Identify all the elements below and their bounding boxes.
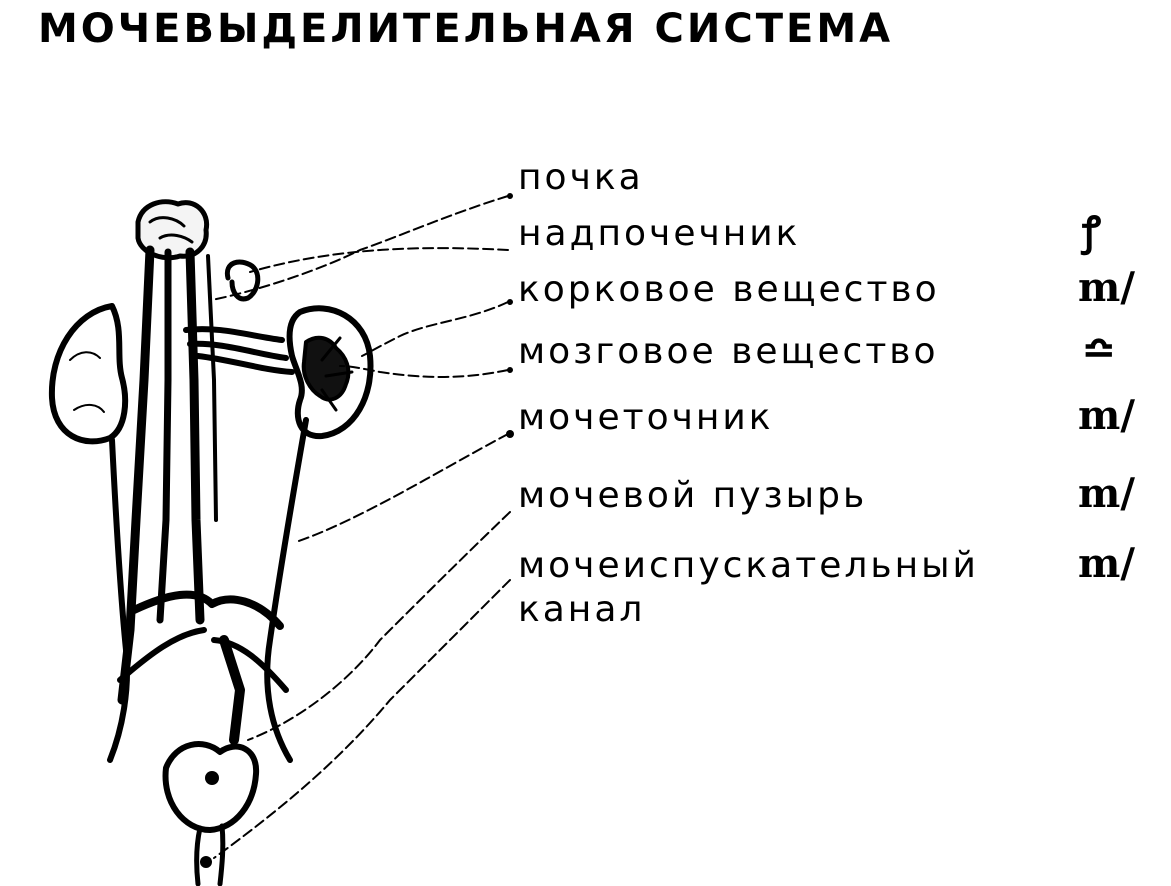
label-kidney: почка [518,157,644,198]
label-bladder: мочевой пузырь [518,475,868,516]
mark-ureter: m/ [1078,392,1135,439]
label-urethra: мочеиспускательный [518,545,979,586]
right-ureter-shape [264,417,309,763]
mark-adrenal: ꝭ [1082,208,1101,255]
bladder-shape [162,741,260,833]
leader-line-urethra [213,579,511,859]
mark-bladder: m/ [1078,470,1135,517]
leader-line-kidney [211,195,509,301]
leader-line-bladder [247,511,511,741]
vena-cava-shape [185,247,205,625]
leader-line-medulla [339,365,509,378]
mark-cortex: m/ [1078,264,1135,311]
page-title: МОЧЕВЫДЕЛИТЕЛЬНАЯ СИСТЕМА [38,6,894,52]
urethra-shape [194,823,226,886]
renal-vessels-shape [183,326,295,375]
label-medulla: мозговое вещество [518,331,939,372]
leader-line-cortex [361,301,509,357]
leader-line-adrenal [249,247,509,273]
leader-line-ureter [295,433,509,543]
label-cortex: корковое вещество [518,269,940,310]
label-adrenal: надпочечник [518,213,801,254]
left-ureter-shape [107,437,131,763]
renal-pelvis-shape [301,335,351,402]
mark-urethra: m/ [1078,540,1135,587]
left-kidney-shape [48,303,129,445]
mark-medulla: ≏ [1082,326,1116,373]
label-urethra-line2: канал [518,589,646,630]
label-ureter: мочеточник [518,397,774,438]
adrenal-gland-shape [135,199,210,261]
